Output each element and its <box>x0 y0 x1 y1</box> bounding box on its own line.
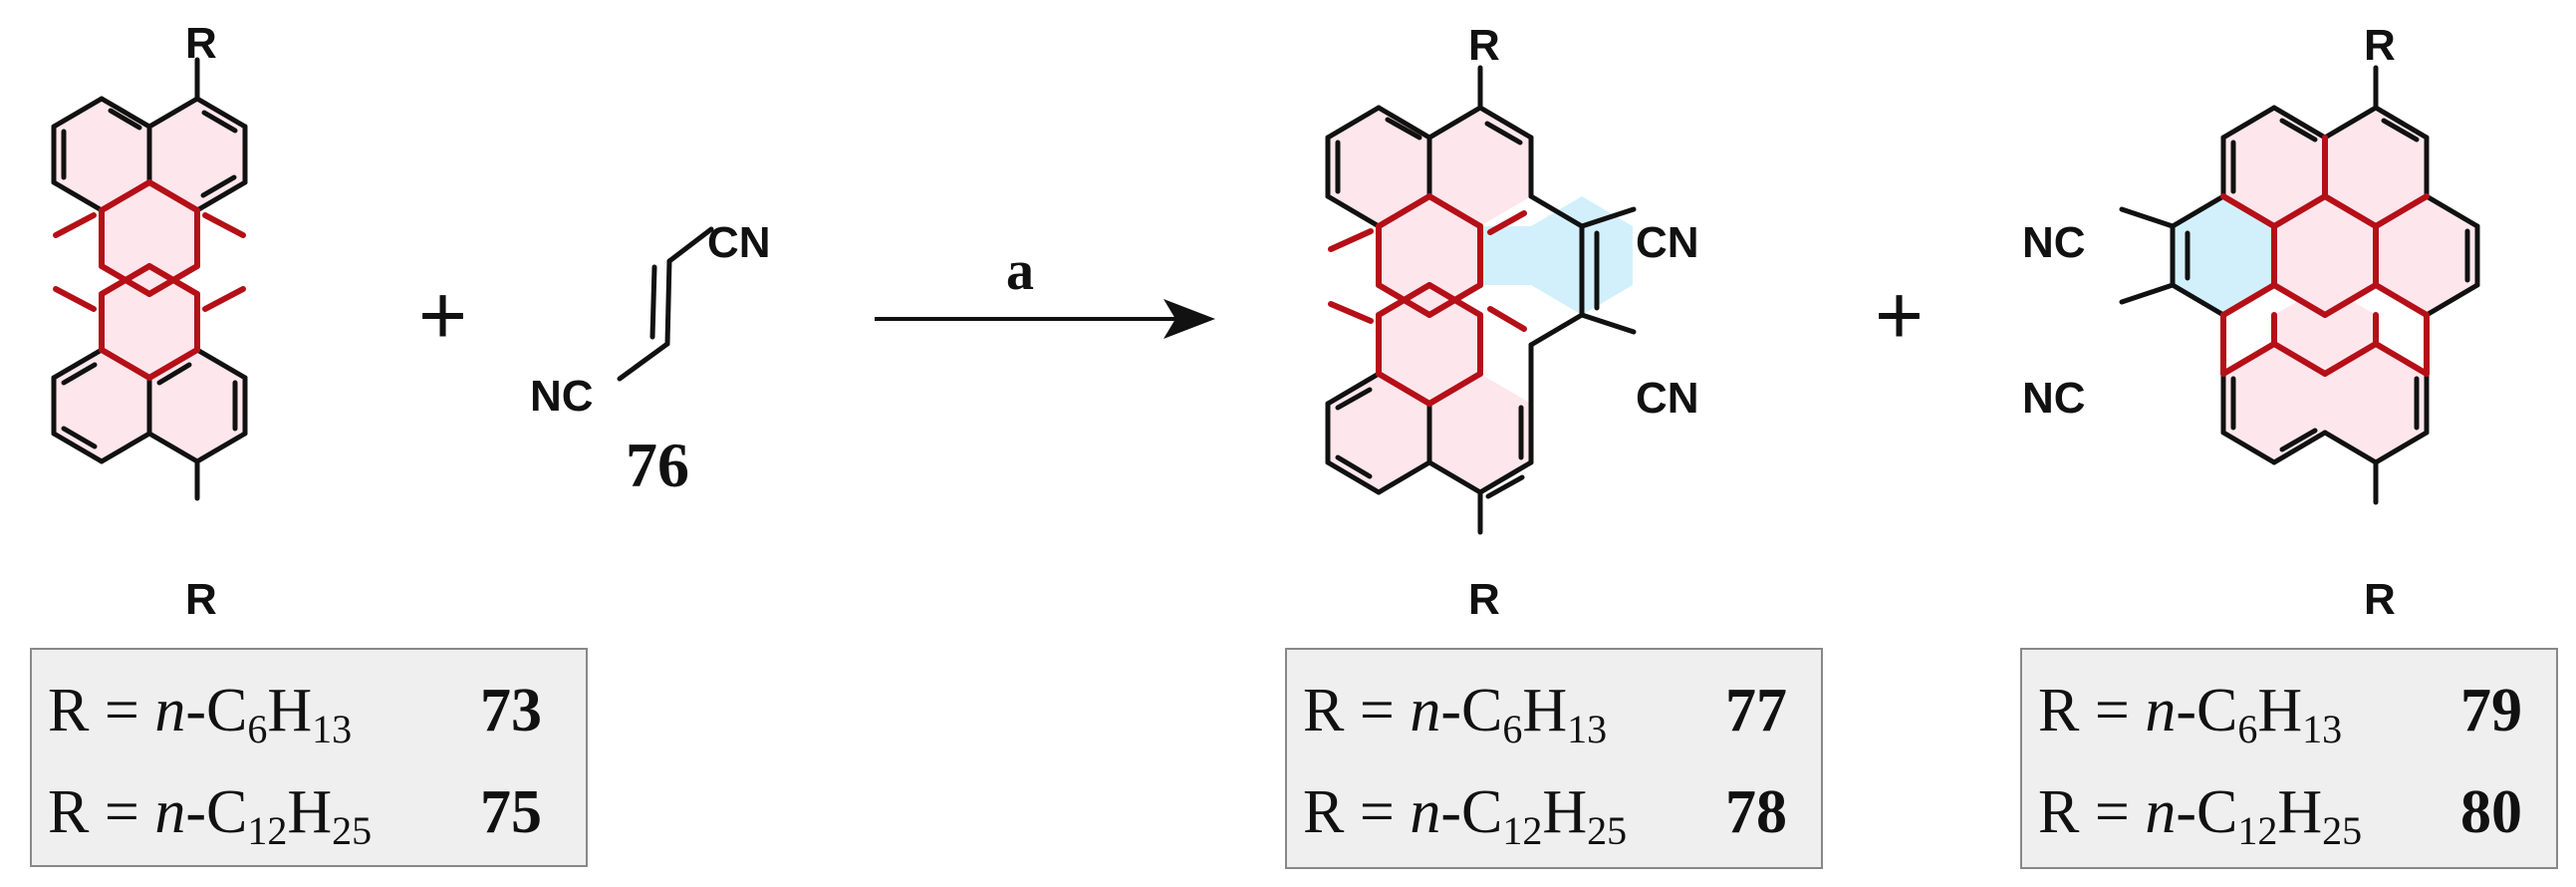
carbon-count: 12 <box>2237 808 2278 853</box>
reaction-arrow: a <box>875 240 1215 339</box>
nc-group-lower: NC <box>2022 374 2086 423</box>
plus-sign-left: + <box>418 268 467 362</box>
r-substituent-top: R <box>2364 21 2396 70</box>
r-substituent-bottom: R <box>185 575 217 624</box>
carbon-symbol: -C <box>2176 677 2238 744</box>
fumaronitrile-reactant: CN NC 76 <box>530 218 771 500</box>
compound-number: 79 <box>2460 677 2522 744</box>
normal-prefix: n <box>1410 778 1441 846</box>
normal-prefix: n <box>154 778 186 846</box>
hydrogen-count: 13 <box>1567 707 1608 751</box>
hydrogen-count: 25 <box>332 808 373 853</box>
equals-sign: = <box>2094 677 2130 744</box>
product-77-78: R R CN CN <box>1325 21 1699 624</box>
substituent-table-product-79-80: R = n-C6H13 79 R = n-C12H25 80 <box>2020 648 2558 869</box>
r-label: R <box>48 778 90 846</box>
r-label: R <box>48 677 90 744</box>
hydrogen-count: 25 <box>2322 808 2363 853</box>
carbon-symbol: -C <box>2176 778 2238 846</box>
carbon-count: 12 <box>247 808 288 853</box>
perylene-reactant: R R <box>51 19 248 624</box>
equals-sign: = <box>104 677 139 744</box>
equals-sign: = <box>1359 677 1395 744</box>
normal-prefix: n <box>2145 677 2177 744</box>
normal-prefix: n <box>1410 677 1441 744</box>
equals-sign: = <box>1359 778 1395 846</box>
hydrogen-symbol: H <box>1542 778 1588 846</box>
table-row-dodecyl: R = n-C12H25 <box>1303 778 1627 851</box>
carbon-symbol: -C <box>1440 778 1503 846</box>
compound-number: 80 <box>2460 778 2522 846</box>
equals-sign: = <box>2094 778 2130 846</box>
substituent-table-reactant: R = n-C6H13 73 R = n-C12H25 75 <box>30 648 588 867</box>
r-label: R <box>2038 677 2080 744</box>
table-row-hexyl: R = n-C6H13 <box>2038 677 2342 749</box>
hydrogen-symbol: H <box>1522 677 1568 744</box>
r-label: R <box>2038 778 2080 846</box>
normal-prefix: n <box>154 677 186 744</box>
table-row-hexyl: R = n-C6H13 <box>1303 677 1607 749</box>
equals-sign: = <box>104 778 139 846</box>
compound-number: 75 <box>480 778 542 846</box>
carbon-symbol: -C <box>185 778 248 846</box>
hydrogen-symbol: H <box>267 677 313 744</box>
r-label: R <box>1303 778 1345 846</box>
plus-sign-right: + <box>1875 268 1924 362</box>
carbon-count: 12 <box>1502 808 1543 853</box>
cn-group-lower: CN <box>1636 374 1699 423</box>
reagent-label: a <box>1006 240 1034 302</box>
carbon-symbol: -C <box>185 677 248 744</box>
carbon-count: 6 <box>247 707 268 751</box>
compound-number: 78 <box>1725 778 1787 846</box>
r-substituent-top: R <box>185 19 217 68</box>
hydrogen-count: 13 <box>312 707 353 751</box>
product-79-80: R R NC NC <box>2022 21 2480 624</box>
normal-prefix: n <box>2145 778 2177 846</box>
table-row-dodecyl: R = n-C12H25 <box>48 778 372 851</box>
cn-group-upper: CN <box>1636 218 1699 267</box>
table-row-dodecyl: R = n-C12H25 <box>2038 778 2362 851</box>
substituent-table-product-77-78: R = n-C6H13 77 R = n-C12H25 78 <box>1285 648 1823 869</box>
cn-group: CN <box>707 218 771 267</box>
nc-group: NC <box>530 372 594 421</box>
carbon-symbol: -C <box>1440 677 1503 744</box>
carbon-count: 6 <box>1502 707 1523 751</box>
compound-number: 77 <box>1725 677 1787 744</box>
table-row-hexyl: R = n-C6H13 <box>48 677 352 749</box>
r-label: R <box>1303 677 1345 744</box>
r-substituent-top: R <box>1468 21 1500 70</box>
nc-group-upper: NC <box>2022 218 2086 267</box>
r-substituent-bottom: R <box>2364 575 2396 624</box>
carbon-count: 6 <box>2237 707 2258 751</box>
compound-76-label: 76 <box>626 430 689 500</box>
hydrogen-count: 25 <box>1587 808 1628 853</box>
compound-number: 73 <box>480 677 542 744</box>
hydrogen-symbol: H <box>287 778 333 846</box>
hydrogen-symbol: H <box>2257 677 2303 744</box>
hydrogen-count: 13 <box>2302 707 2343 751</box>
hydrogen-symbol: H <box>2277 778 2323 846</box>
r-substituent-bottom: R <box>1468 575 1500 624</box>
